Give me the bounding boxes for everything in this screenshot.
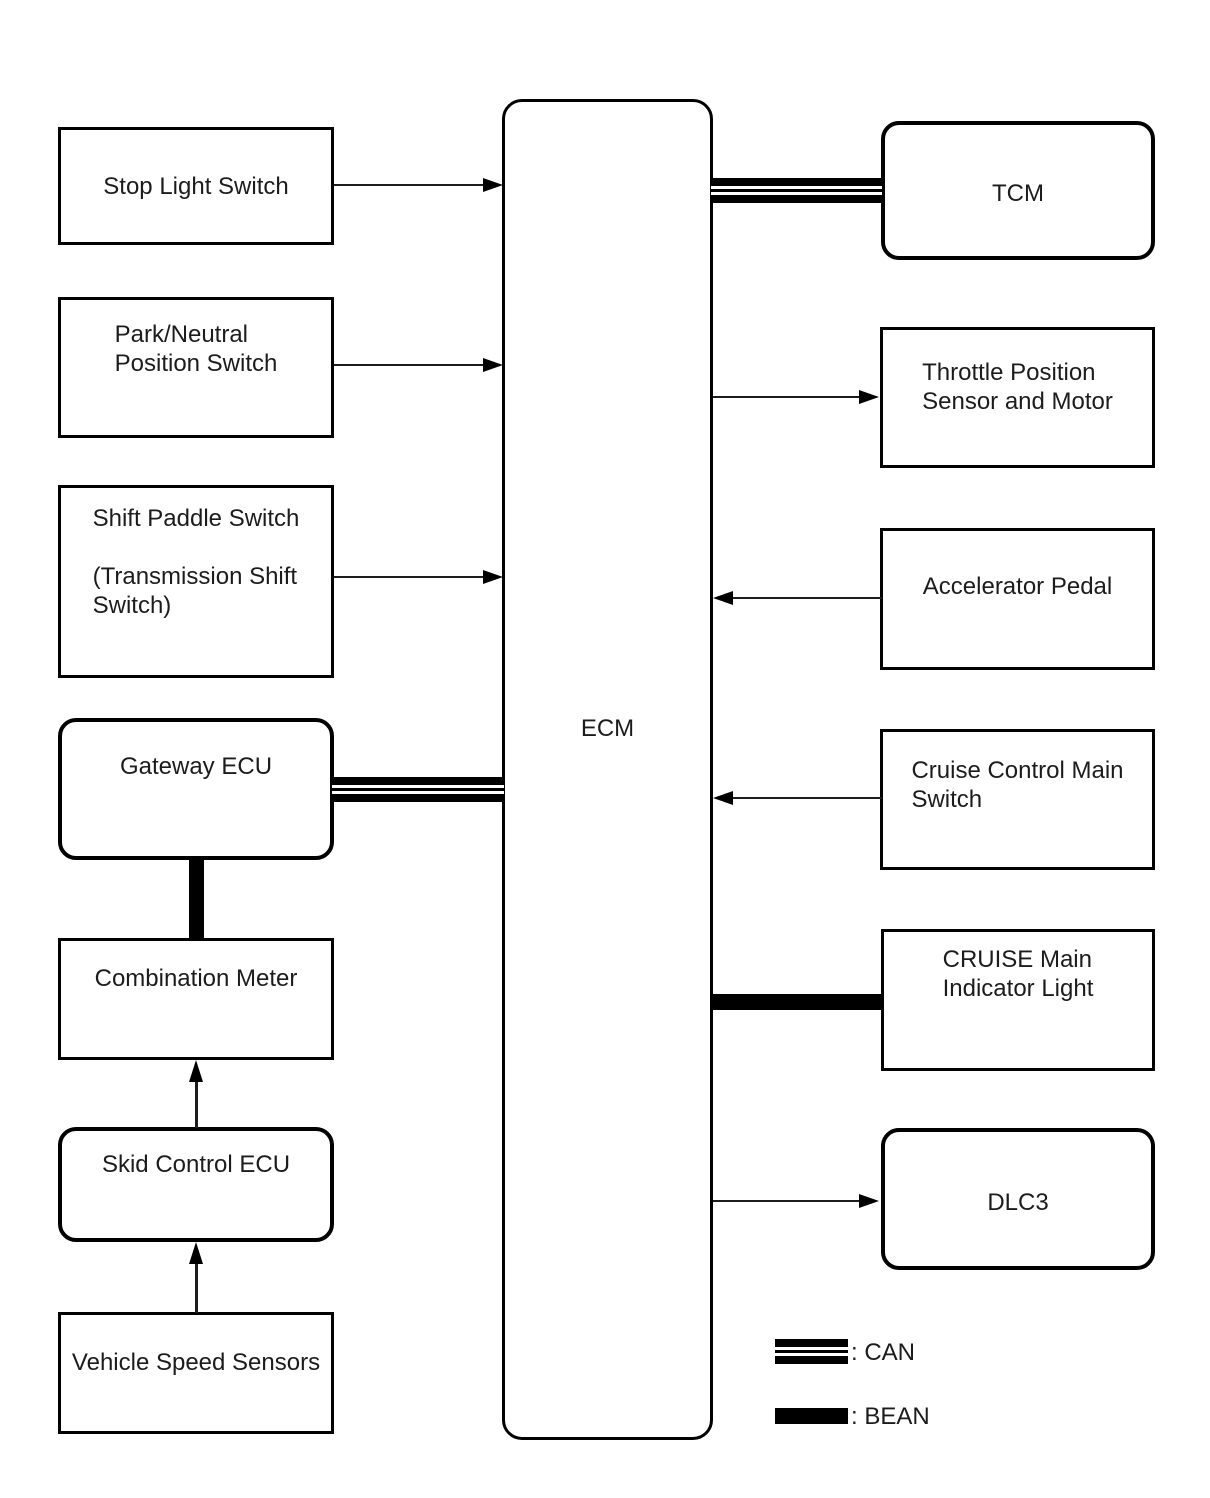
vehicle-speed-sensors-box: Vehicle Speed Sensors (58, 1312, 334, 1434)
cruise-main-indicator-light-label: CRUISE Main Indicator Light (942, 946, 1094, 1002)
legend-bean-symbol-icon (775, 1408, 848, 1424)
legend-can-symbol-icon (775, 1339, 848, 1364)
conn-vss-to-skid-arrowhead-icon (189, 1242, 203, 1264)
conn-ecm-to-cruise-indicator-bean-bus (711, 994, 882, 1010)
conn-gateway-to-combination-meter-bean-bus (189, 858, 204, 940)
cruise-control-main-switch-box: Cruise Control Main Switch (880, 729, 1155, 870)
conn-gateway-to-ecm-can-bus (332, 777, 504, 802)
conn-accelerator-to-ecm-arrowhead-icon (713, 591, 733, 605)
dlc3-box: DLC3 (881, 1128, 1155, 1270)
conn-park-neutral-to-ecm-arrowhead-icon (483, 358, 503, 372)
stop-light-switch-label: Stop Light Switch (103, 173, 289, 200)
legend-bean-label: : BEAN (851, 1403, 930, 1430)
conn-ecm-to-dlc3-line (713, 1200, 861, 1202)
ecm-label: ECM (580, 715, 635, 742)
conn-shift-paddle-to-ecm-line (334, 576, 485, 578)
vehicle-speed-sensors-label: Vehicle Speed Sensors (71, 1349, 321, 1376)
shift-paddle-switch-label: Shift Paddle Switch (Transmission Shift … (92, 505, 300, 619)
conn-stop-light-to-ecm-arrowhead-icon (483, 178, 503, 192)
conn-vss-to-skid-line (195, 1262, 198, 1313)
conn-cruise-switch-to-ecm-line (733, 797, 882, 799)
cruise-control-main-switch-label: Cruise Control Main Switch (911, 757, 1124, 813)
combination-meter-label: Combination Meter (94, 965, 298, 992)
accelerator-pedal-label: Accelerator Pedal (922, 573, 1113, 600)
park-neutral-position-switch-box: Park/Neutral Position Switch (58, 297, 334, 438)
conn-park-neutral-to-ecm-line (334, 364, 485, 366)
conn-skid-to-combination-meter-line (195, 1080, 198, 1128)
tcm-label: TCM (992, 180, 1044, 207)
throttle-position-sensor-and-motor-label: Throttle Position Sensor and Motor (922, 359, 1113, 415)
ecm-box: ECM (502, 99, 713, 1440)
conn-stop-light-to-ecm-line (334, 184, 485, 186)
park-neutral-position-switch-label: Park/Neutral Position Switch (114, 321, 278, 377)
conn-ecm-to-throttle-line (713, 396, 861, 398)
combination-meter-box: Combination Meter (58, 938, 334, 1060)
conn-ecm-to-tcm-can-bus (711, 178, 882, 203)
conn-cruise-switch-to-ecm-arrowhead-icon (713, 791, 733, 805)
dlc3-label: DLC3 (987, 1189, 1049, 1216)
conn-accelerator-to-ecm-line (733, 597, 882, 599)
conn-shift-paddle-to-ecm-arrowhead-icon (483, 570, 503, 584)
conn-skid-to-combination-meter-arrowhead-icon (189, 1060, 203, 1082)
stop-light-switch-box: Stop Light Switch (58, 127, 334, 245)
shift-paddle-switch-box: Shift Paddle Switch (Transmission Shift … (58, 485, 334, 678)
gateway-ecu-label: Gateway ECU (119, 753, 273, 780)
skid-control-ecu-box: Skid Control ECU (58, 1127, 334, 1242)
gateway-ecu-box: Gateway ECU (58, 718, 334, 860)
conn-ecm-to-throttle-arrowhead-icon (859, 390, 879, 404)
skid-control-ecu-label: Skid Control ECU (101, 1151, 291, 1178)
cruise-main-indicator-light-box: CRUISE Main Indicator Light (881, 929, 1155, 1071)
tcm-box: TCM (881, 121, 1155, 260)
accelerator-pedal-box: Accelerator Pedal (880, 528, 1155, 670)
legend-can-label: : CAN (851, 1339, 916, 1366)
conn-ecm-to-dlc3-arrowhead-icon (859, 1194, 879, 1208)
throttle-position-sensor-and-motor-box: Throttle Position Sensor and Motor (880, 327, 1155, 468)
